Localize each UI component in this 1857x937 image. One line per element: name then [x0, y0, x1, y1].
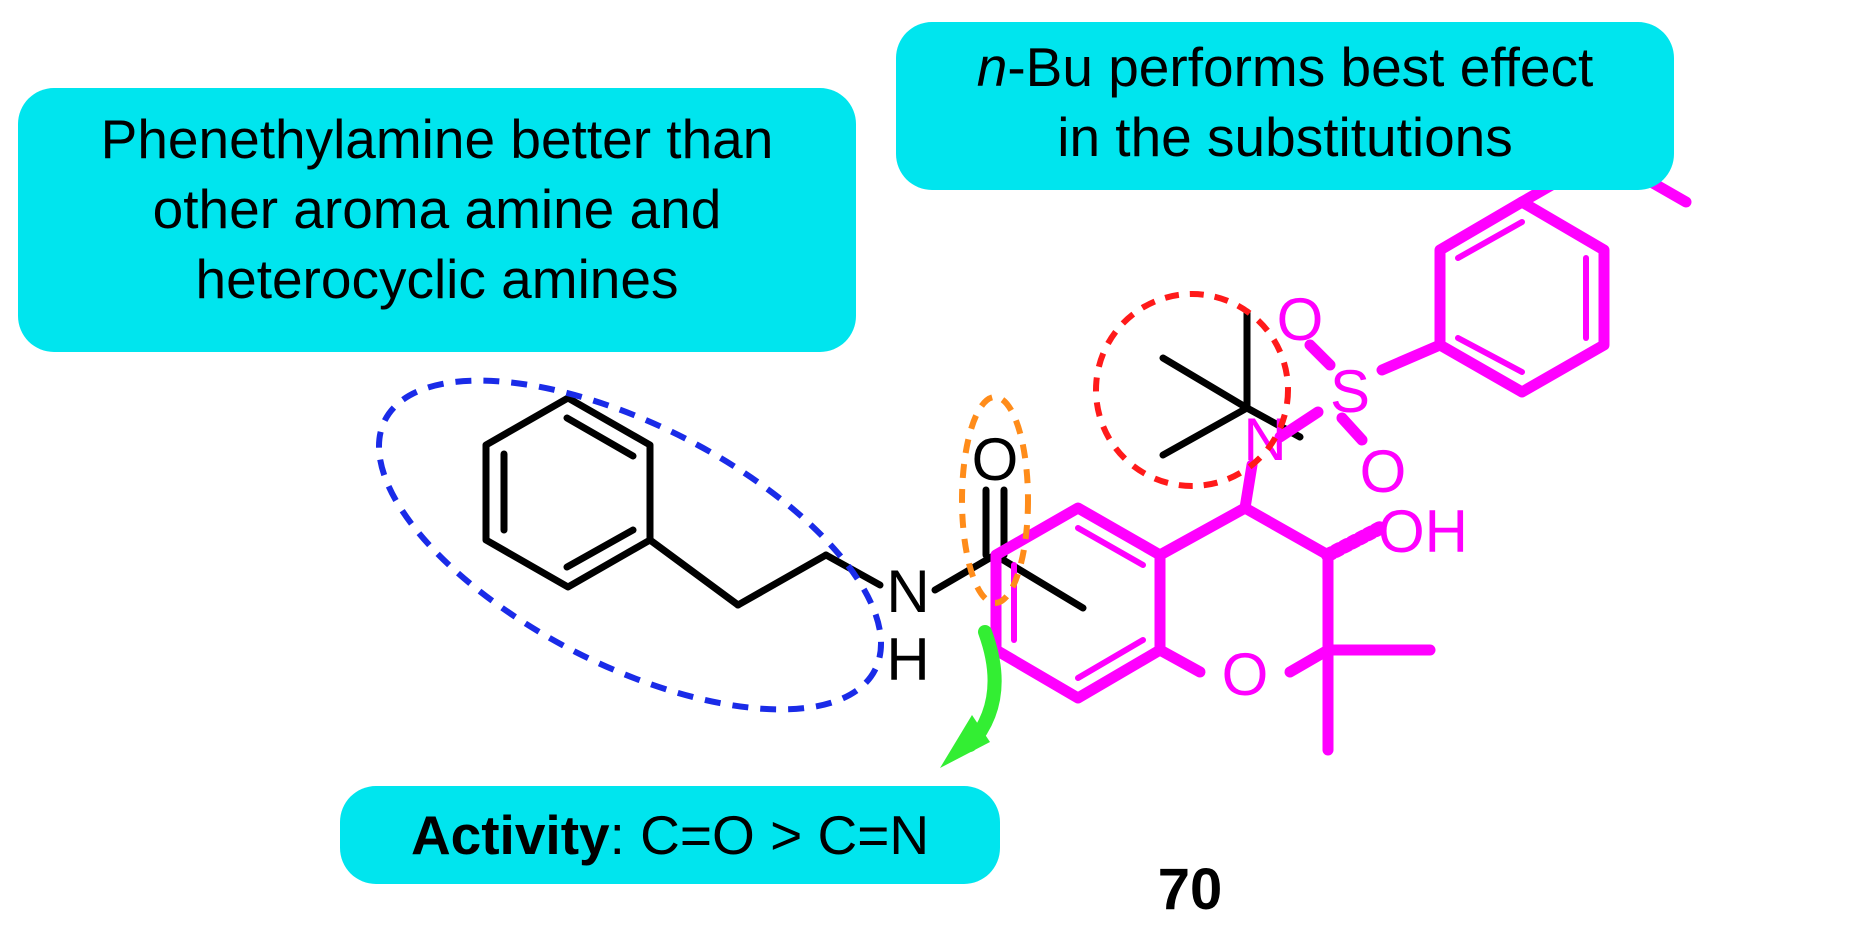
compound-number: 70: [1157, 857, 1223, 922]
aryl-inner-bond-1: [1075, 525, 1146, 568]
ethyl-bond-1: [646, 536, 742, 609]
hydroxyl-group: OH: [1378, 498, 1468, 565]
s-aryl-bond: [1376, 339, 1446, 376]
ethylbenzene-inner-1: [1455, 219, 1525, 261]
substituent-sar-callout: n-Bu performs best effect in the substit…: [896, 22, 1674, 190]
s-o-bottom-bond-a: [1336, 412, 1368, 446]
atom-labels: O N H N S O O OH O: [886, 286, 1468, 708]
activity-sar-callout: Activity: C=O > C=N: [340, 786, 1000, 884]
sulfonyl-sulfur: S: [1330, 358, 1370, 425]
ethylbenzene-inner-3: [1455, 335, 1525, 375]
tert-butyl-marker: [1093, 291, 1291, 489]
n-carbonyl-bond: [931, 551, 999, 594]
sulfonyl-oxygen-bottom: O: [1360, 438, 1407, 505]
phenethyl-amide-backbone: [482, 308, 1304, 612]
amine-callout-line-2: other aroma amine and: [152, 178, 722, 240]
activity-label: Activity: [410, 804, 610, 866]
aryl-inner-bond-3: [1075, 637, 1146, 681]
carbonyl-oxygen: O: [972, 426, 1019, 493]
o-c8a-bond: [1154, 644, 1206, 678]
amine-sar-callout: Phenethylamine better than other aroma a…: [18, 88, 856, 352]
c4-n-wedge: [1239, 459, 1258, 514]
c3-oh-hash: [1321, 521, 1387, 562]
carbonyl-aryl-bond: [991, 551, 1087, 612]
aromatic-amine-marker: [375, 377, 885, 713]
ethylbenzene-ring: [1434, 196, 1610, 398]
substituent-callout-line-1: n-Bu performs best effect: [896, 32, 1674, 102]
substituent-callout-line-1-rest: -Bu performs best effect: [1007, 36, 1594, 98]
sulfonamide-nitrogen: N: [1243, 406, 1286, 473]
n-s-bond: [1274, 406, 1324, 443]
ethyl-bond-2: [734, 551, 830, 609]
phenyl-inner-bond-1: [563, 414, 637, 460]
amine-callout-line-3: heterocyclic amines: [195, 248, 679, 310]
amide-nitrogen: N: [886, 558, 929, 625]
c4-c3-bond: [1239, 502, 1334, 561]
substituent-callout-line-2: in the substitutions: [1057, 106, 1513, 168]
phenyl-inner-bond-3: [563, 526, 637, 571]
amine-callout-line-1: Phenethylamine better than: [100, 108, 774, 170]
c2-o-bond: [1284, 644, 1334, 678]
n-prefix: n: [976, 36, 1008, 98]
activity-comparison: : C=O > C=N: [609, 804, 930, 866]
phenyl-ring: [482, 394, 654, 591]
chroman-sulfonamide-scaffold: [990, 149, 1692, 756]
ring-oxygen: O: [1222, 641, 1269, 708]
activity-arrow: [940, 625, 1002, 768]
amide-hydrogen: H: [886, 626, 929, 693]
carbonyl-marker: [959, 394, 1031, 606]
c4a-c4-bond: [1154, 502, 1251, 561]
tbu-methyl-bottom: [1159, 404, 1251, 459]
tbu-methyl-left: [1159, 354, 1251, 412]
sulfonyl-oxygen-top: O: [1277, 286, 1324, 353]
s-o-top-bond-a: [1304, 339, 1336, 371]
